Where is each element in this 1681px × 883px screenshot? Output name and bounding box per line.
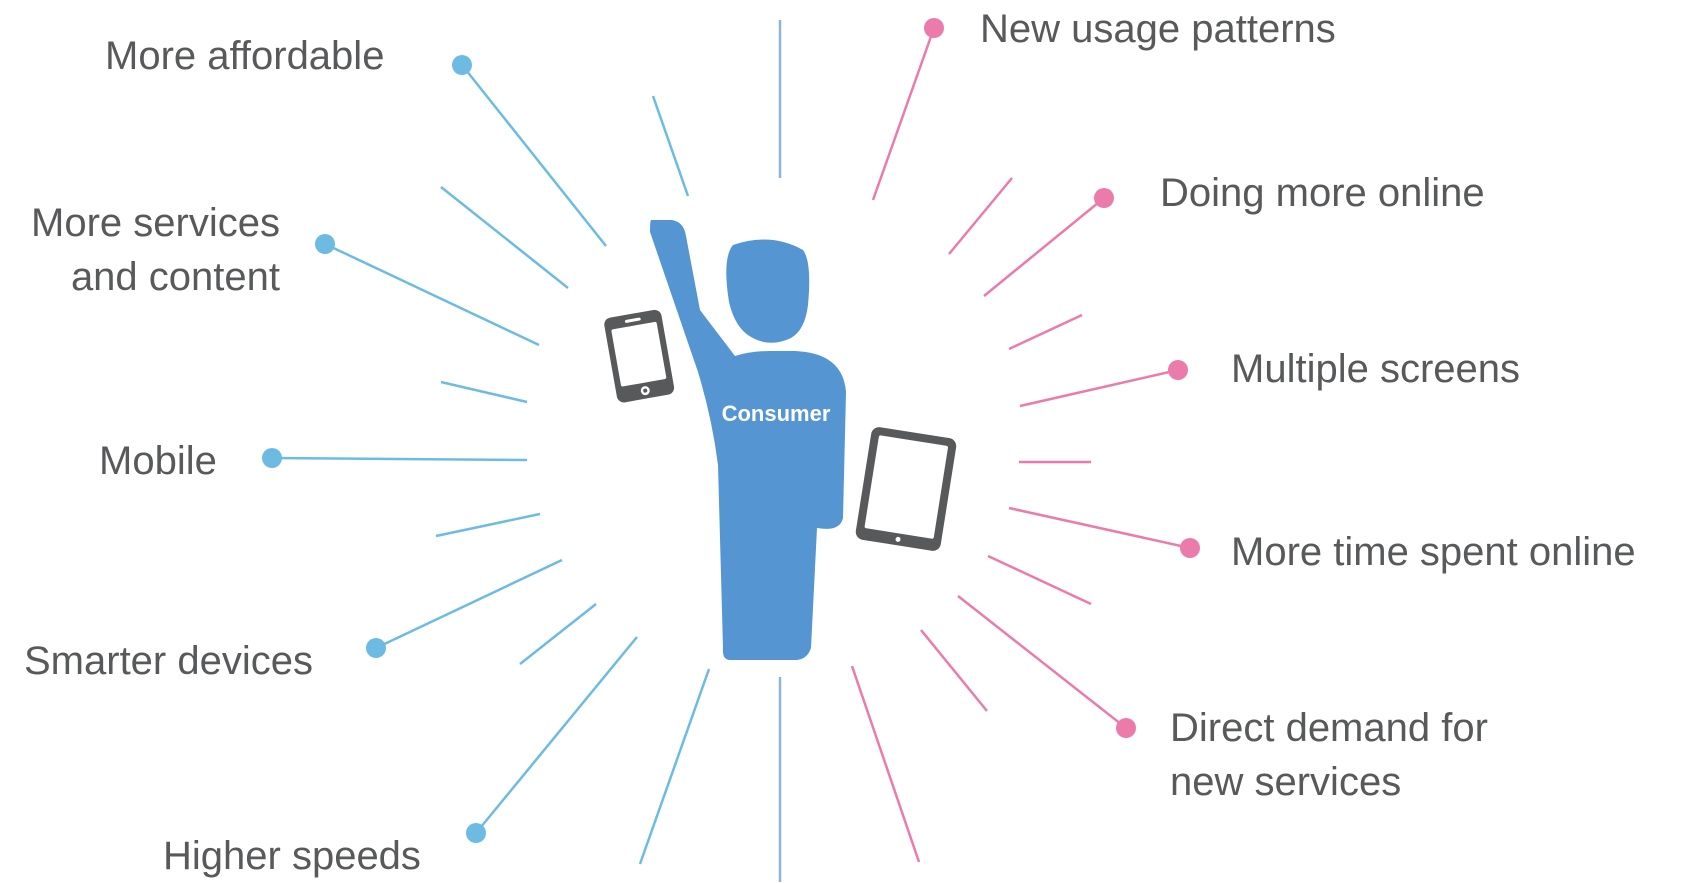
right-ray-connector [1008,506,1191,550]
right-ray-connector [983,197,1105,297]
right-ray [920,629,988,712]
right-ray [987,554,1092,606]
left-ray [651,95,690,197]
left-dot [315,234,335,254]
person-figure: Consumer [650,220,846,660]
right-ray [1008,313,1083,351]
right-ray [850,665,921,863]
left-rays [271,64,711,865]
right-ray-connector [871,27,936,201]
left-dot [366,638,386,658]
label-direct-demand-for-new-services: Direct demand for new services [1170,701,1488,809]
left-dot [466,823,486,843]
label-line-2: new services [1170,760,1402,804]
right-dot [1094,188,1114,208]
left-ray-connector [375,558,563,650]
label-more-services-and-content: More services and content [10,196,280,304]
person-head [726,239,810,343]
person-body [650,220,846,660]
left-ray [440,186,569,289]
label-more-affordable: More affordable [105,34,385,78]
right-dot [1116,718,1136,738]
label-more-time-spent-online: More time spent online [1231,530,1636,574]
label-doing-more-online: Doing more online [1160,171,1485,215]
left-dot [262,448,282,468]
left-ray-connector [475,636,638,834]
label-mobile: Mobile [99,439,217,483]
label-line-1: Direct demand for [1170,706,1488,750]
right-dots [924,18,1200,738]
left-dot [452,55,472,75]
right-rays [850,27,1191,863]
consumer-label: Consumer [722,401,831,426]
right-dot [1168,360,1188,380]
right-dot [924,18,944,38]
right-ray-connector [1019,368,1179,408]
left-ray [638,668,711,865]
left-dots [262,55,486,843]
right-ray-connector [957,595,1127,729]
left-ray [435,512,541,538]
label-multiple-screens: Multiple screens [1231,347,1521,391]
left-ray [440,380,528,404]
right-ray [948,177,1013,255]
smartphone-icon [604,309,675,403]
label-line-1: More services [31,201,280,245]
left-ray-connector [271,456,528,462]
label-higher-speeds: Higher speeds [163,834,421,878]
tablet-icon [855,427,957,551]
left-ray-connector [324,242,540,347]
label-line-2: and content [70,255,280,299]
label-new-usage-patterns: New usage patterns [980,7,1336,51]
left-ray-connector [461,64,607,247]
label-smarter-devices: Smarter devices [24,639,313,683]
right-dot [1180,538,1200,558]
left-ray [519,603,597,665]
